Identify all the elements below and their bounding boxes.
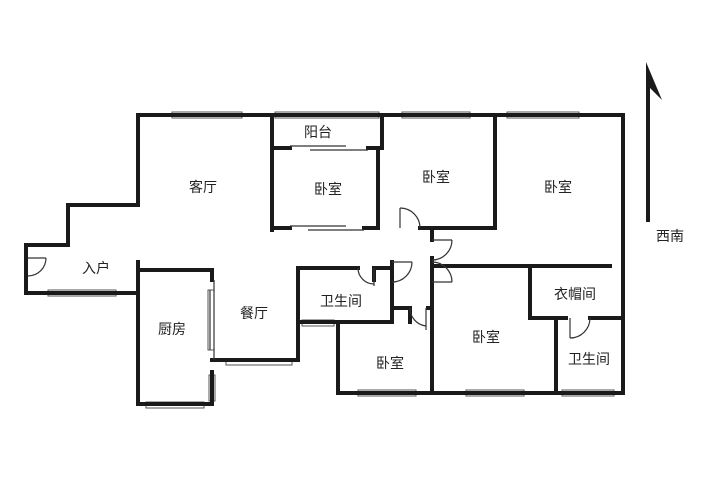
window-kitchen-side — [207, 289, 215, 351]
walls — [24, 113, 625, 406]
door-details — [209, 145, 368, 360]
north-arrow-icon — [646, 62, 662, 222]
label-bedroom-bottom-right: 卧室 — [472, 329, 500, 346]
label-bedroom-top-right: 卧室 — [544, 179, 572, 196]
compass-direction-label: 西南 — [656, 229, 684, 245]
label-kitchen: 厨房 — [158, 322, 186, 338]
label-bedroom-bottom-middle: 卧室 — [376, 355, 404, 372]
label-dining-room: 餐厅 — [240, 306, 268, 322]
label-bathroom-right: 卫生间 — [568, 352, 610, 368]
label-bathroom-middle: 卫生间 — [320, 294, 362, 310]
label-living-room: 客厅 — [189, 179, 217, 196]
label-bedroom-top-middle: 卧室 — [422, 169, 450, 186]
windows — [47, 111, 615, 409]
label-balcony: 阳台 — [304, 125, 332, 141]
label-bedroom-balcony: 卧室 — [314, 181, 342, 198]
door-swings — [27, 207, 591, 339]
compass: 西南 — [646, 62, 684, 245]
room-labels: 客厅 阳台 卧室 卧室 卧室 入户 厨房 餐厅 卫生间 卧室 卧室 衣帽间 卫生… — [82, 125, 610, 372]
label-entrance: 入户 — [82, 260, 110, 277]
label-closet: 衣帽间 — [554, 287, 596, 303]
